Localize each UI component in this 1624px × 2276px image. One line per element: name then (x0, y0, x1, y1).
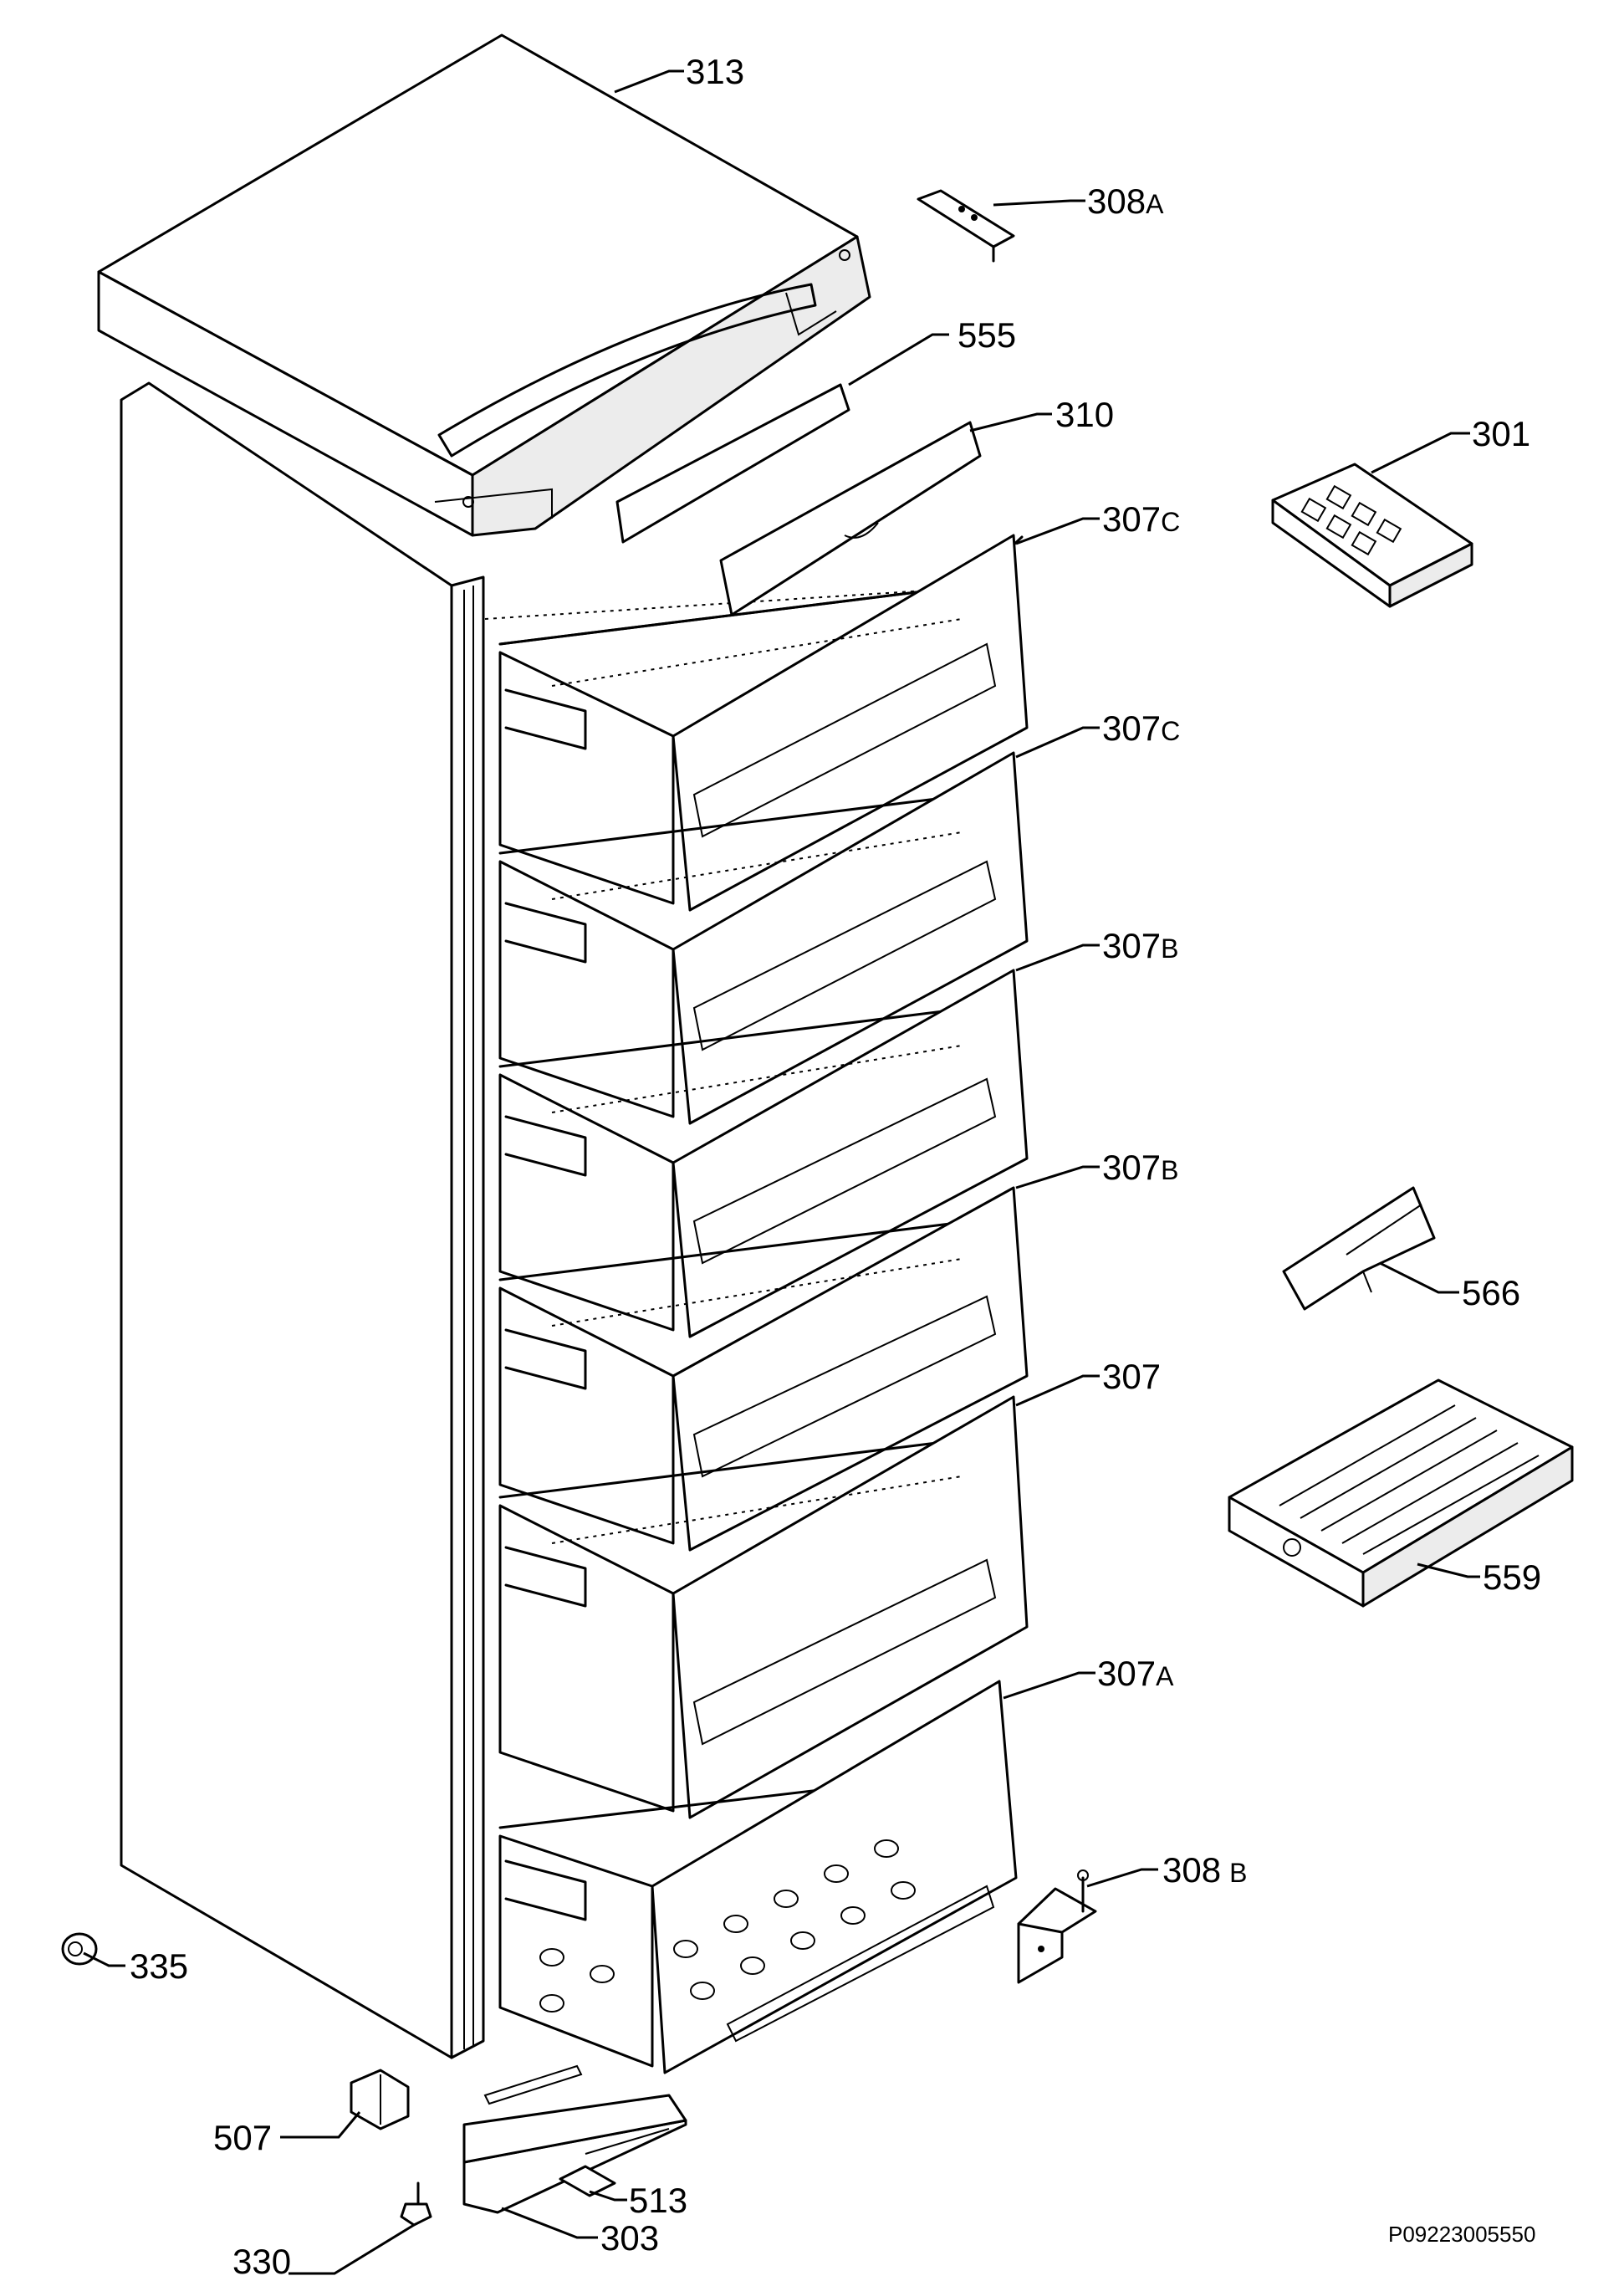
cabinet-body (120, 381, 1004, 2059)
top-cover-313 (97, 33, 871, 537)
drawer-307 (498, 1395, 1029, 1819)
callout-559: 559 (1483, 1557, 1541, 1597)
drawer-307c-bottom (498, 751, 1029, 1125)
callout-310: 310 (1055, 395, 1114, 434)
callout-307: 307 (1102, 1357, 1161, 1396)
drawer-307b-bottom (498, 1186, 1029, 1552)
callout-566: 566 (1462, 1273, 1520, 1312)
drawer-307a (498, 1680, 1018, 2074)
callout-307b-1: 307B (1102, 926, 1178, 965)
callout-307b-2: 307B (1102, 1148, 1178, 1187)
tab-513 (559, 2165, 616, 2197)
callout-307a: 307A (1097, 1654, 1174, 1693)
hinge-308a (917, 189, 1015, 263)
leader-lines (83, 69, 1480, 2275)
ice-tray-301 (1271, 463, 1473, 608)
callout-labels: 313 308A 555 310 301 307C 307C 307B 307B… (130, 52, 1541, 2276)
cold-accumulator-559 (1228, 1378, 1574, 1608)
drawer-307b-top (498, 969, 1029, 1338)
screw-foot-330 (400, 2181, 432, 2227)
callout-308a: 308A (1087, 182, 1164, 221)
hinge-308b (1017, 1869, 1097, 1984)
kick-plate-303 (462, 2064, 687, 2214)
drawer-handle-310 (719, 421, 982, 616)
scraper-566 (1282, 1186, 1436, 1311)
callout-513: 513 (629, 2181, 687, 2220)
callout-555: 555 (958, 315, 1016, 355)
drawer-307c-top (498, 534, 1029, 912)
callout-307c-2: 307C (1102, 708, 1180, 748)
callout-335: 335 (130, 1946, 188, 1986)
callout-313: 313 (686, 52, 744, 91)
clip-507 (350, 2069, 410, 2130)
callout-301: 301 (1472, 414, 1530, 453)
document-number: P09223005550 (1388, 2222, 1535, 2247)
callout-507: 507 (213, 2118, 272, 2157)
foot-335 (61, 1932, 98, 1966)
callout-330: 330 (232, 2242, 291, 2276)
callout-303: 303 (600, 2218, 659, 2258)
callout-307c-1: 307C (1102, 499, 1180, 539)
label-strip-555 (615, 383, 850, 544)
